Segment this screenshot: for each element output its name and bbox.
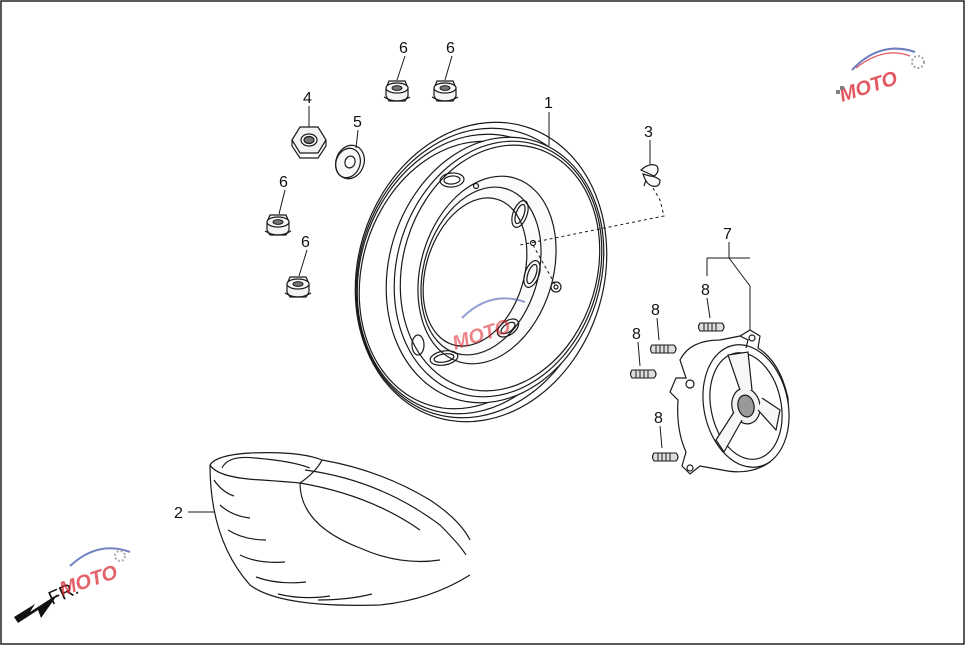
callout-2: 2 — [174, 505, 183, 522]
callout-labels: 1 2 3 4 5 6 6 6 6 7 8 8 8 8 — [174, 40, 732, 522]
callout-8d: 8 — [654, 410, 663, 427]
hub-stud-part-c — [629, 369, 657, 379]
callout-6a: 6 — [399, 40, 408, 57]
wheel-hub-part — [669, 329, 790, 475]
callout-4: 4 — [303, 90, 312, 107]
tire-part — [209, 452, 471, 606]
hex-nut-part — [291, 126, 327, 159]
callout-6b: 6 — [446, 40, 455, 57]
callout-5: 5 — [353, 114, 362, 131]
valve-part — [639, 164, 661, 187]
flange-nut-part-d — [284, 276, 312, 298]
valve-leader-dashed — [519, 187, 665, 246]
hub-stud-part-a — [697, 322, 725, 332]
flange-nut-part-b — [431, 80, 459, 102]
hub-stud-part-b — [649, 344, 677, 354]
callout-8a: 8 — [701, 282, 710, 299]
wheel-rim-part — [354, 121, 608, 423]
callout-6d: 6 — [301, 234, 310, 251]
hub-stud-part-d — [651, 452, 679, 462]
callout-6c: 6 — [279, 174, 288, 191]
valve-leader-dashed-2 — [532, 244, 557, 287]
callout-8c: 8 — [632, 326, 641, 343]
arrow-down-left-icon — [14, 594, 58, 623]
leader-lines — [188, 55, 751, 513]
watermark-text-top: MOTO — [837, 67, 901, 106]
callout-7: 7 — [723, 226, 732, 243]
washer-part — [335, 144, 365, 180]
callout-1: 1 — [544, 95, 553, 112]
flange-nut-part-c — [264, 214, 292, 236]
moto-logo-icon: MOTO — [57, 547, 131, 601]
callout-8b: 8 — [651, 302, 660, 319]
moto-logo-icon: MOTO — [836, 47, 925, 107]
callout-3: 3 — [644, 124, 653, 141]
watermark-text-bottom: MOTO — [57, 561, 121, 600]
flange-nut-part-a — [383, 80, 411, 102]
